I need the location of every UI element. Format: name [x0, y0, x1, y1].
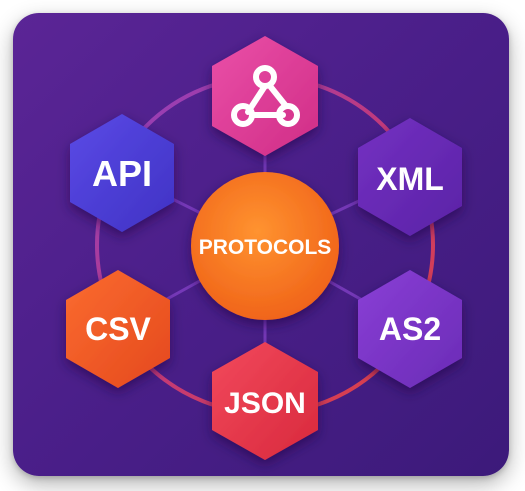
node-xml-label: XML [376, 161, 444, 197]
webhook-icon [231, 65, 300, 127]
node-webhook[interactable] [212, 36, 318, 156]
node-api[interactable]: API [70, 114, 174, 232]
node-csv-label: CSV [85, 311, 151, 347]
node-json[interactable]: JSON [212, 342, 318, 460]
node-api-label: API [92, 153, 152, 194]
node-csv[interactable]: CSV [66, 270, 170, 388]
node-json-label: JSON [224, 387, 306, 420]
center-label: PROTOCOLS [199, 236, 332, 259]
node-as2[interactable]: AS2 [358, 270, 462, 388]
node-xml[interactable]: XML [358, 118, 462, 236]
node-as2-label: AS2 [379, 311, 441, 347]
center-node[interactable]: PROTOCOLS [191, 172, 339, 320]
